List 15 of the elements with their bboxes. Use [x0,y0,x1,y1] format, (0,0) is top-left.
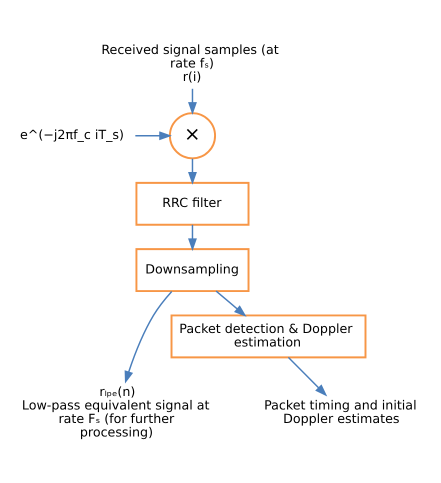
arrow [188,158,197,184]
arrow [188,88,197,114]
node-text: rₗₚₑ(n) Low-pass equivalent signal at rate Fₛ (for further processing) [22,383,210,440]
node-box: Packet detection & Doppler estimation [170,314,366,358]
node-text: e^(−j2πf_c iT_s) [20,126,124,142]
node-circle: × [168,112,216,159]
node-box: Downsampling [135,248,250,292]
arrow [288,356,328,396]
node-text: Packet timing and initial Doppler estimates [264,396,417,426]
arrow [135,130,172,140]
node-box: RRC filter [135,181,250,226]
arrow [124,290,172,384]
node-text: Received signal samples (at rate fₛ) r(i) [101,41,279,84]
arrow [216,290,247,316]
arrow [188,224,197,251]
